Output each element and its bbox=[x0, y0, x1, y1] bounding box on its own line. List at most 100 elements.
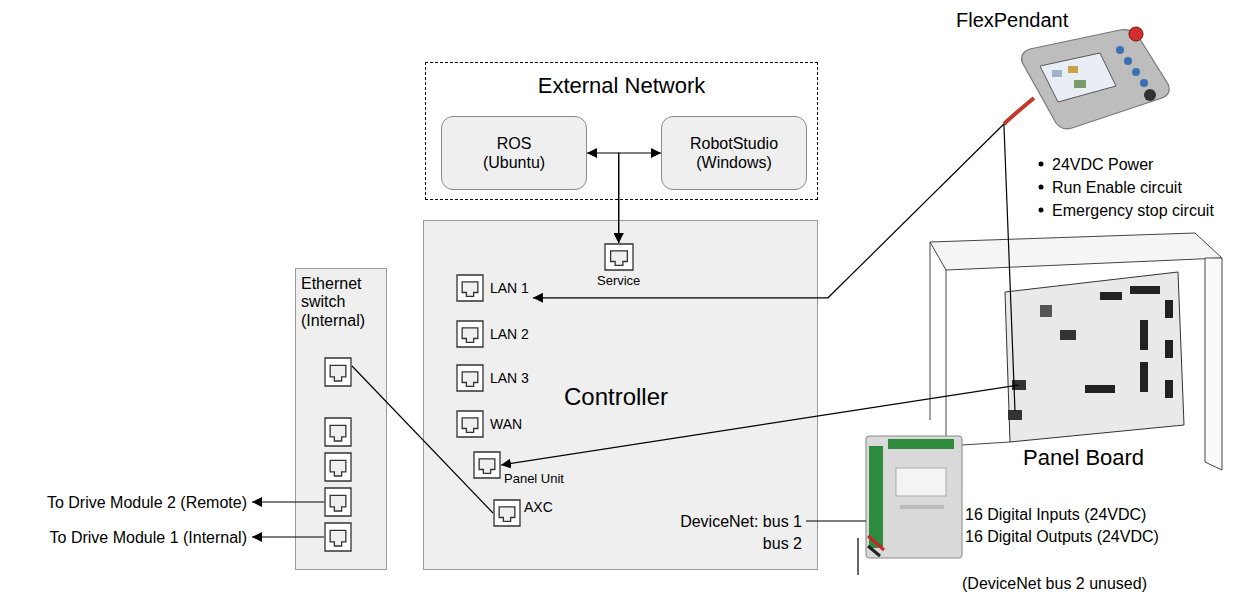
label-holder: (DeviceNet bus 2 unused) bbox=[962, 574, 1147, 593]
port-icon bbox=[456, 364, 484, 392]
node-text: LAN 2 bbox=[490, 326, 529, 343]
wire bbox=[868, 546, 880, 556]
screen-icon bbox=[1052, 70, 1062, 77]
label-holder: 16 Digital Inputs (24VDC) bbox=[965, 505, 1146, 524]
label-holder: Emergency stop circuit bbox=[1052, 201, 1214, 220]
node-text: ROS (Ubuntu) bbox=[468, 134, 560, 172]
port-outline bbox=[325, 453, 351, 481]
pendant-screen bbox=[1040, 53, 1116, 102]
node-text: LAN 1 bbox=[490, 280, 529, 297]
module-label-plate bbox=[896, 468, 946, 496]
cabinet-edge bbox=[946, 270, 947, 446]
connector bbox=[352, 366, 493, 513]
ethernet-port: LAN 1 bbox=[456, 274, 533, 302]
annotation-text: 16 Digital Outputs (24VDC) bbox=[965, 527, 1159, 546]
port-outline bbox=[325, 488, 351, 516]
switch-port bbox=[324, 357, 352, 387]
port-icon bbox=[493, 499, 521, 527]
network-region: External NetworkROS (Ubuntu)RobotStudio … bbox=[425, 62, 818, 200]
pendant-cable bbox=[1004, 98, 1034, 124]
label-holder: 16 Digital Outputs (24VDC) bbox=[965, 527, 1159, 546]
terminal-block bbox=[888, 439, 954, 449]
pendant-figure: FlexPendant bbox=[950, 4, 1170, 136]
module-detail bbox=[900, 505, 944, 509]
port-outline bbox=[457, 411, 483, 437]
port-icon bbox=[473, 451, 501, 479]
board-connector bbox=[1008, 410, 1022, 420]
board-connector bbox=[1165, 380, 1173, 398]
port-outline bbox=[457, 365, 483, 391]
devicenet-wire bbox=[806, 520, 866, 521]
screen-icon bbox=[1074, 80, 1086, 88]
board-chip bbox=[1040, 305, 1052, 317]
board-connector bbox=[1130, 286, 1160, 294]
annotation-text: Run Enable circuit bbox=[1052, 178, 1182, 197]
label-holder: bus 2 bbox=[763, 534, 802, 553]
label-holder: Run Enable circuit bbox=[1052, 178, 1182, 197]
connector bbox=[1004, 124, 1015, 411]
switch-port bbox=[324, 487, 352, 517]
pendant-body bbox=[1022, 30, 1169, 129]
annotation-text: (DeviceNet bus 2 unused) bbox=[962, 574, 1147, 593]
port-icon bbox=[604, 243, 634, 271]
label-holder: DeviceNet: bus 1 bbox=[680, 512, 802, 531]
io-module-illustration bbox=[866, 436, 962, 558]
switch-port bbox=[324, 522, 352, 552]
leader-lines bbox=[252, 502, 866, 575]
node-text: LAN 3 bbox=[490, 370, 529, 387]
node-text: External Network bbox=[538, 73, 706, 99]
annotation-text: 24VDC Power bbox=[1052, 155, 1153, 174]
pendant-button bbox=[1132, 68, 1140, 76]
port-outline bbox=[457, 275, 483, 301]
screen-icon bbox=[1068, 66, 1078, 73]
switch-box: Ethernet switch (Internal) bbox=[295, 268, 387, 570]
cabinet-edge bbox=[930, 242, 931, 420]
board-connector bbox=[1140, 362, 1148, 392]
pendant-button bbox=[1140, 79, 1148, 87]
port-outline bbox=[325, 358, 351, 386]
drive-module-arrow bbox=[252, 536, 324, 537]
port-icon bbox=[456, 320, 484, 348]
switch-port bbox=[324, 417, 352, 447]
ethernet-port: Service bbox=[597, 243, 644, 289]
annotation-text: 16 Digital Inputs (24VDC) bbox=[965, 505, 1146, 524]
port-outline bbox=[457, 321, 483, 347]
label-holder: To Drive Module 1 (Internal) bbox=[50, 528, 247, 547]
board-connector bbox=[1100, 292, 1122, 300]
annotation-text: bus 2 bbox=[763, 534, 802, 553]
io-module-body bbox=[866, 436, 962, 558]
node-text: Panel Unit bbox=[504, 471, 564, 487]
node-text: Controller bbox=[564, 383, 668, 412]
board-connector bbox=[1140, 320, 1148, 350]
port-icon bbox=[456, 274, 484, 302]
devicenet-wire bbox=[857, 538, 858, 575]
drive-module-arrow bbox=[252, 501, 324, 502]
ethernet-port: AXC bbox=[493, 499, 557, 527]
pendant-button bbox=[1124, 57, 1132, 65]
port-outline bbox=[605, 244, 633, 270]
bullet bbox=[1039, 208, 1044, 213]
cabinet-side bbox=[1205, 258, 1222, 470]
panel-board-illustration bbox=[930, 233, 1222, 470]
terminal-block bbox=[869, 446, 883, 548]
bullet bbox=[1039, 185, 1044, 190]
board-connector bbox=[1165, 340, 1173, 358]
ethernet-port: LAN 2 bbox=[456, 320, 533, 348]
annotation-text: To Drive Module 1 (Internal) bbox=[50, 528, 247, 547]
board-connector bbox=[1060, 330, 1076, 340]
port-outline bbox=[494, 500, 520, 526]
pendant-button bbox=[1116, 46, 1124, 54]
ethernet-port: LAN 3 bbox=[456, 364, 533, 392]
flexpendant-illustration bbox=[1004, 27, 1169, 129]
node-text: WAN bbox=[490, 416, 522, 433]
connector-group bbox=[352, 124, 1019, 513]
annotation-text: To Drive Module 2 (Remote) bbox=[47, 493, 247, 512]
cabinet-flange bbox=[930, 233, 1222, 270]
bullet-list-marks bbox=[1039, 162, 1044, 213]
circuit-board bbox=[1005, 272, 1184, 442]
computer-box: ROS (Ubuntu) bbox=[441, 116, 587, 190]
connector bbox=[587, 153, 619, 243]
pendant-joystick bbox=[1144, 89, 1156, 101]
node-text: Panel Board bbox=[1020, 445, 1147, 471]
annotation-text: DeviceNet: bus 1 bbox=[680, 512, 802, 531]
